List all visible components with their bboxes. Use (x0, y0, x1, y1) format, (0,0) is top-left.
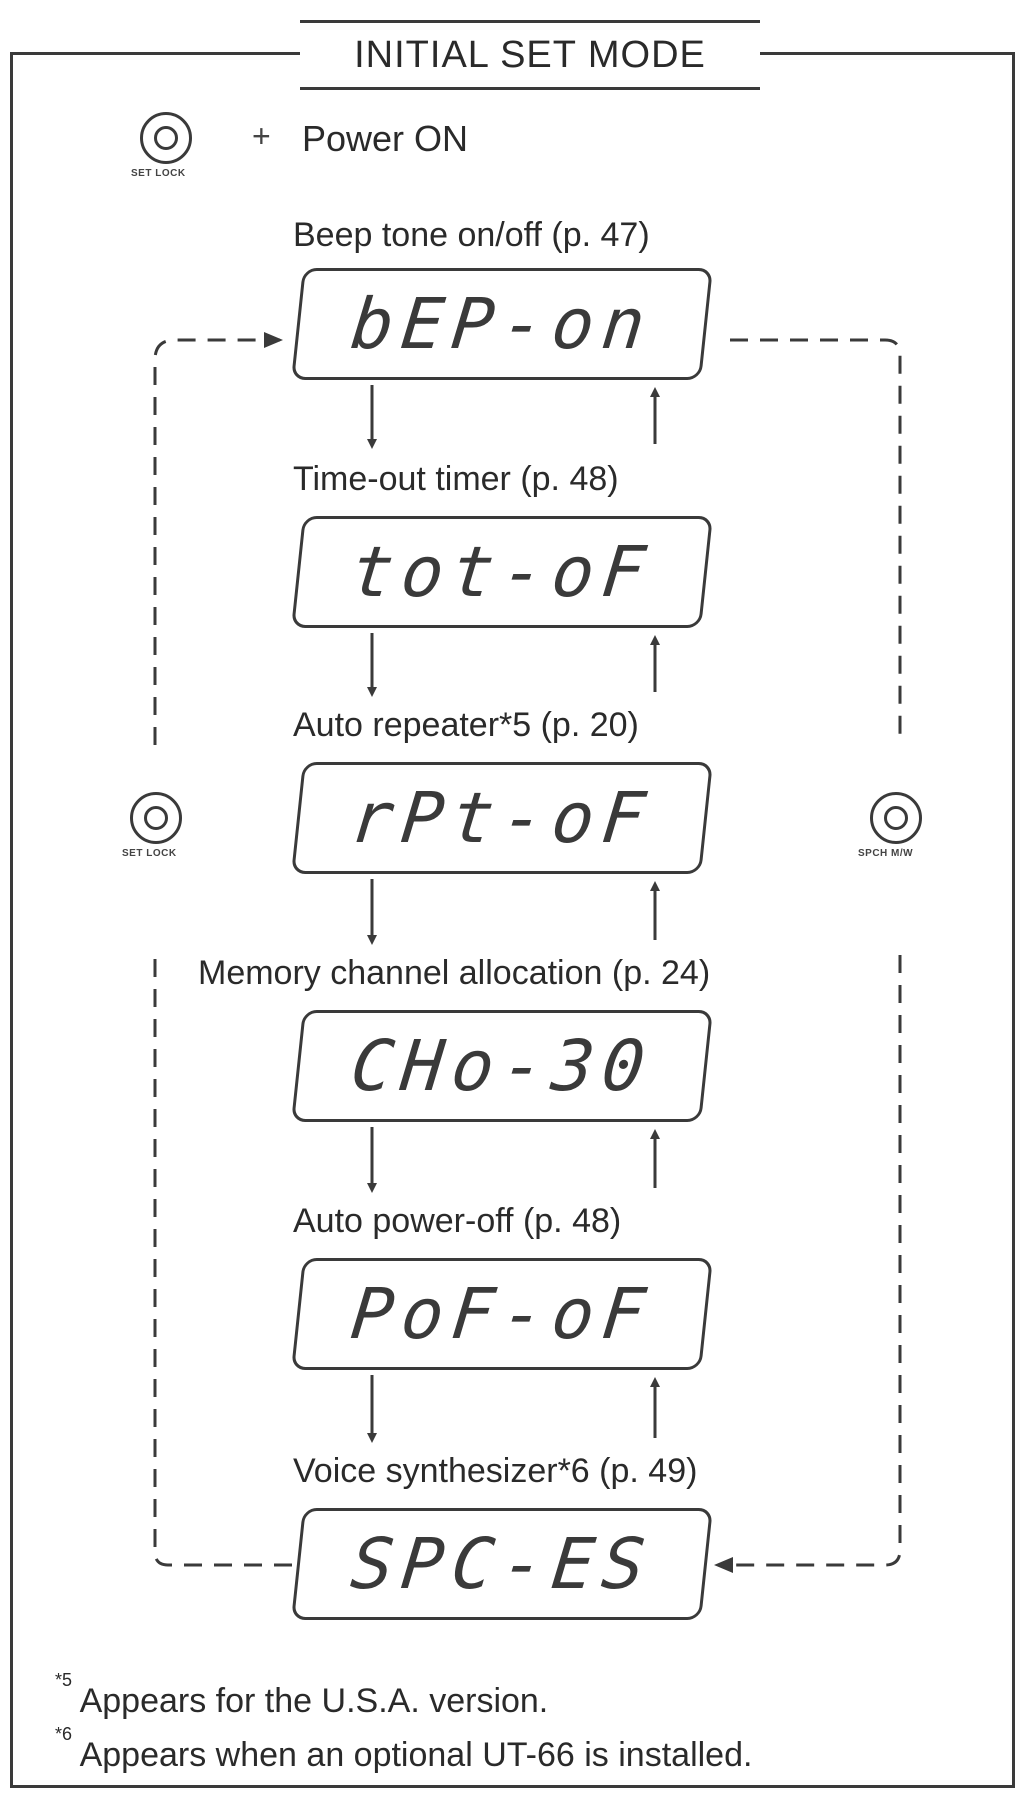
item-label-memory: Memory channel allocation (p. 24) (198, 954, 711, 992)
lcd-text-repeater: rPt-oF (347, 777, 657, 859)
item-label-beep: Beep tone on/off (p. 47) (293, 216, 650, 254)
lcd-display-power-off: PoF-oF (291, 1258, 713, 1370)
footnote-2: *6 Appears when an optional UT-66 is ins… (55, 1724, 753, 1775)
key-center-icon (884, 806, 908, 830)
right-key-label: SPCH M/W (858, 848, 914, 859)
item-label-repeater: Auto repeater*5 (p. 20) (293, 706, 639, 744)
lcd-text-power-off: PoF-oF (347, 1273, 657, 1355)
footnote-text: Appears for the U.S.A. version. (79, 1682, 549, 1720)
lcd-text-memory: CHo-30 (347, 1025, 657, 1107)
start-key-label: SET LOCK (131, 168, 186, 179)
footnote-1: *5 Appears for the U.S.A. version. (55, 1670, 549, 1721)
page-title: INITIAL SET MODE (354, 33, 706, 76)
key-center-icon (144, 806, 168, 830)
speech-key-icon (870, 792, 922, 844)
lcd-display-voice: SPC-ES (291, 1508, 713, 1620)
title-banner: INITIAL SET MODE (300, 20, 760, 90)
item-label-power-off: Auto power-off (p. 48) (293, 1202, 622, 1240)
lcd-text-beep: bEP-on (347, 283, 657, 365)
set-lock-key-icon (130, 792, 182, 844)
lcd-text-timeout: tot-oF (347, 531, 657, 613)
footnote-text: Appears when an optional UT-66 is instal… (79, 1736, 753, 1774)
left-key-label: SET LOCK (122, 848, 177, 859)
key-center-icon (154, 126, 178, 150)
set-lock-key-icon (140, 112, 192, 164)
plus-sign: + (252, 118, 271, 154)
lcd-display-memory: CHo-30 (291, 1010, 713, 1122)
lcd-display-repeater: rPt-oF (291, 762, 713, 874)
power-on-label: Power ON (302, 118, 469, 159)
lcd-display-timeout: tot-oF (291, 516, 713, 628)
item-label-timeout: Time-out timer (p. 48) (293, 460, 619, 498)
lcd-text-voice: SPC-ES (347, 1523, 657, 1605)
footnote-mark: *6 (55, 1723, 73, 1744)
lcd-display-beep: bEP-on (291, 268, 713, 380)
footnote-mark: *5 (55, 1669, 73, 1690)
item-label-voice: Voice synthesizer*6 (p. 49) (293, 1452, 698, 1490)
